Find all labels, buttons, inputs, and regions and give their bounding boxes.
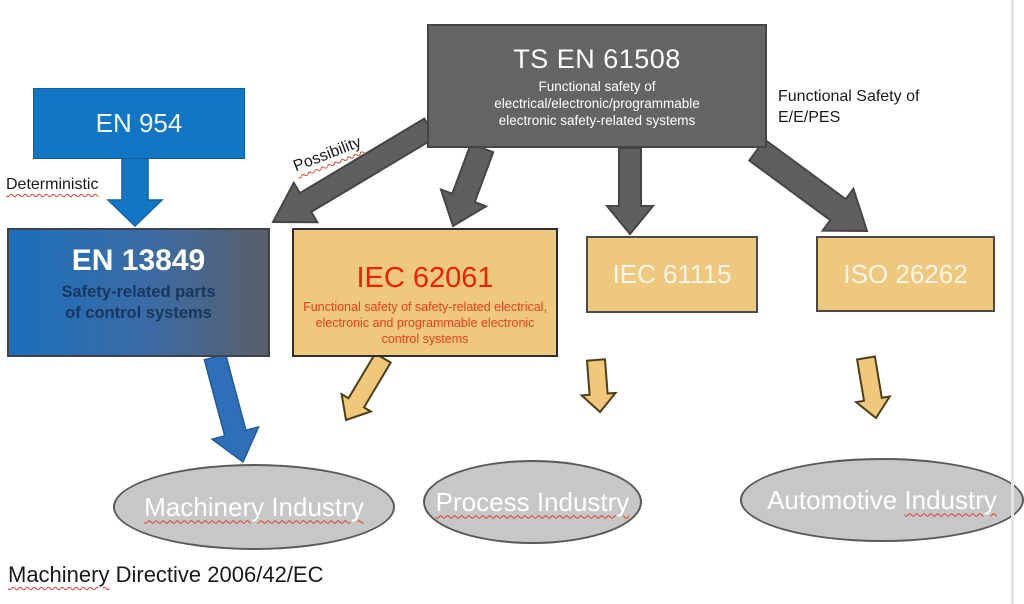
- node-en-954: EN 954: [33, 88, 245, 159]
- subtitle-line: Functional safety of: [538, 79, 656, 94]
- arrow-en13849-to-machinery: [203, 353, 260, 464]
- node-title: TS EN 61508: [513, 44, 681, 74]
- arrow-ts-to-iso26262: [747, 138, 869, 233]
- node-title: ISO 26262: [843, 258, 968, 289]
- note-line: Functional Safety of: [778, 88, 920, 105]
- subtitle-line: electronic safety-related systems: [498, 113, 696, 128]
- node-title: EN 954: [95, 108, 183, 138]
- subtitle-line: Safety-related parts: [61, 283, 216, 301]
- footer-word: Machinery: [8, 562, 110, 587]
- node-title: IEC 61115: [612, 259, 732, 289]
- node-title: IEC 62061: [356, 262, 494, 294]
- node-subtitle: Safety-related parts of control systems: [61, 282, 215, 324]
- ellipse-label: Machinery Industry: [144, 491, 364, 522]
- arrow-iec62061-to-machinery: [340, 352, 393, 422]
- node-ts-en-61508: TS EN 61508 Functional safety of electri…: [427, 24, 767, 148]
- label-deterministic: Deterministic: [6, 176, 99, 193]
- arrow-ts-to-iec62061: [439, 142, 495, 228]
- footer-rest: Directive 2006/42/EC: [109, 562, 324, 587]
- node-subtitle: Functional safety of electrical/electron…: [494, 78, 700, 129]
- ellipse-label: Process Industry: [435, 486, 630, 517]
- subtitle-line: control systems: [381, 332, 469, 346]
- label-machinery-directive: Machinery Directive 2006/42/EC: [8, 562, 323, 588]
- node-subtitle: Functional safety of safety-related elec…: [303, 299, 547, 347]
- node-iso-26262: ISO 26262: [816, 236, 995, 312]
- arrow-en954-to-en13849: [106, 157, 164, 228]
- ellipse-machinery-industry: Machinery Industry: [113, 464, 395, 550]
- arrow-iso26262-to-automotive: [853, 355, 892, 420]
- node-iec-62061: IEC 62061 Functional safety of safety-re…: [292, 228, 558, 357]
- note-line: E/E/PES: [778, 109, 841, 126]
- ellipse-label-prefix: Automotive: [767, 484, 905, 515]
- subtitle-line: electronic and programmable electronic: [315, 316, 535, 330]
- subtitle-line: of control systems: [65, 304, 212, 322]
- subtitle-line: electrical/electronic/programmable: [494, 96, 700, 111]
- node-en-13849: EN 13849 Safety-related parts of control…: [7, 228, 270, 357]
- arrow-ts-to-iec61115: [604, 147, 656, 236]
- subtitle-line: Functional safety of safety-related elec…: [303, 300, 547, 314]
- node-iec-61115: IEC 61115: [586, 236, 758, 313]
- node-title: EN 13849: [71, 244, 206, 277]
- arrow-iec61115-to-process: [579, 358, 618, 414]
- slide-edge-divider: [1011, 0, 1014, 604]
- label-possibility: Possibility: [291, 133, 364, 176]
- ellipse-automotive-industry: Automotive Industry: [740, 458, 1024, 542]
- ellipse-label-suffix: Industry: [904, 484, 997, 515]
- ellipse-process-industry: Process Industry: [423, 460, 642, 544]
- note-functional-safety-eepes: Functional Safety of E/E/PES: [778, 86, 919, 128]
